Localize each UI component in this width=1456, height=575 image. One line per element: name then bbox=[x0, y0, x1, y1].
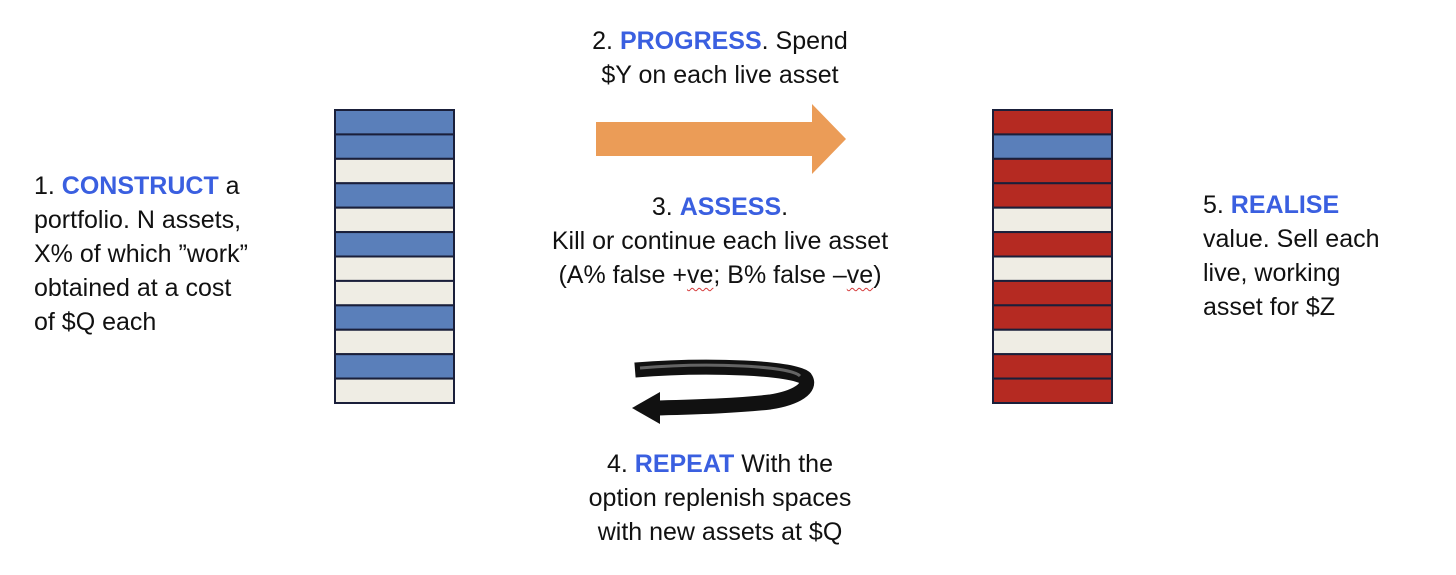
spellcheck-word: ve bbox=[846, 261, 874, 289]
step-repeat-line1: 4. REPEAT With the bbox=[606, 450, 833, 478]
step-repeat-line2: option replenish spaces bbox=[588, 484, 852, 512]
arrow-right-icon bbox=[596, 104, 846, 174]
final-asset-cell-cream bbox=[992, 206, 1113, 234]
step-construct-line2: portfolio. N assets, bbox=[34, 206, 242, 234]
step-realise-line1: 5. REALISE bbox=[1203, 191, 1340, 219]
step-repeat-text: 4. REPEAT With the option replenish spac… bbox=[530, 447, 910, 549]
initial-asset-cell-cream bbox=[334, 377, 455, 405]
construct-keyword: CONSTRUCT bbox=[61, 172, 219, 200]
step-construct-line5: of $Q each bbox=[34, 308, 157, 336]
step-construct-text: 1. CONSTRUCT a portfolio. N assets, X% o… bbox=[34, 169, 248, 339]
final-asset-cell-cream bbox=[992, 328, 1113, 356]
step-repeat-line3: with new assets at $Q bbox=[597, 518, 843, 546]
final-asset-cell-cream bbox=[992, 255, 1113, 282]
assess-keyword: ASSESS bbox=[679, 193, 782, 221]
initial-asset-cell-cream bbox=[334, 157, 455, 185]
loop-back-arrow-icon bbox=[632, 359, 815, 424]
step-progress-line1: 2. PROGRESS. Spend bbox=[592, 27, 848, 55]
initial-asset-cell-blue bbox=[334, 231, 455, 258]
initial-asset-cell-cream bbox=[334, 206, 455, 234]
initial-asset-cell-blue bbox=[334, 182, 455, 209]
initial-asset-cell-cream bbox=[334, 279, 455, 307]
final-asset-cell-red bbox=[992, 304, 1113, 331]
step-progress-text: 2. PROGRESS. Spend $Y on each live asset bbox=[540, 24, 900, 92]
initial-asset-cell-blue bbox=[334, 304, 455, 331]
step-realise-text: 5. REALISE value. Sell each live, workin… bbox=[1203, 188, 1380, 324]
step-realise-line3: live, working bbox=[1203, 259, 1341, 287]
final-asset-cell-red bbox=[992, 109, 1113, 136]
step-realise-line4: asset for $Z bbox=[1203, 293, 1335, 321]
initial-asset-cell-cream bbox=[334, 255, 455, 282]
final-asset-cell-red bbox=[992, 182, 1113, 209]
realise-keyword: REALISE bbox=[1230, 191, 1340, 219]
step-assess-line2: Kill or continue each live asset bbox=[551, 227, 889, 255]
final-asset-cell-red bbox=[992, 157, 1113, 185]
step-progress-line2: $Y on each live asset bbox=[601, 61, 839, 89]
initial-asset-cell-cream bbox=[334, 328, 455, 356]
repeat-keyword: REPEAT bbox=[634, 450, 735, 478]
initial-asset-cell-blue bbox=[334, 353, 455, 380]
step-realise-line2: value. Sell each bbox=[1203, 225, 1380, 253]
final-asset-cell-red bbox=[992, 279, 1113, 307]
final-portfolio-column bbox=[992, 109, 1113, 405]
initial-asset-cell-blue bbox=[334, 109, 455, 136]
spellcheck-word: ve bbox=[686, 261, 714, 289]
progress-keyword: PROGRESS bbox=[619, 27, 762, 55]
step-assess-line1: 3. ASSESS. bbox=[651, 193, 789, 221]
step-assess-line3: (A% false +ve; B% false –ve) bbox=[558, 261, 882, 289]
step-construct-line4: obtained at a cost bbox=[34, 274, 232, 302]
initial-portfolio-column bbox=[334, 109, 455, 405]
final-asset-cell-red bbox=[992, 377, 1113, 405]
step-assess-text: 3. ASSESS. Kill or continue each live as… bbox=[490, 190, 950, 292]
initial-asset-cell-blue bbox=[334, 133, 455, 160]
final-asset-cell-blue bbox=[992, 133, 1113, 160]
step-construct-line1: 1. CONSTRUCT a bbox=[34, 172, 240, 200]
step-construct-line3: X% of which ”work” bbox=[34, 240, 248, 268]
final-asset-cell-red bbox=[992, 353, 1113, 380]
final-asset-cell-red bbox=[992, 231, 1113, 258]
